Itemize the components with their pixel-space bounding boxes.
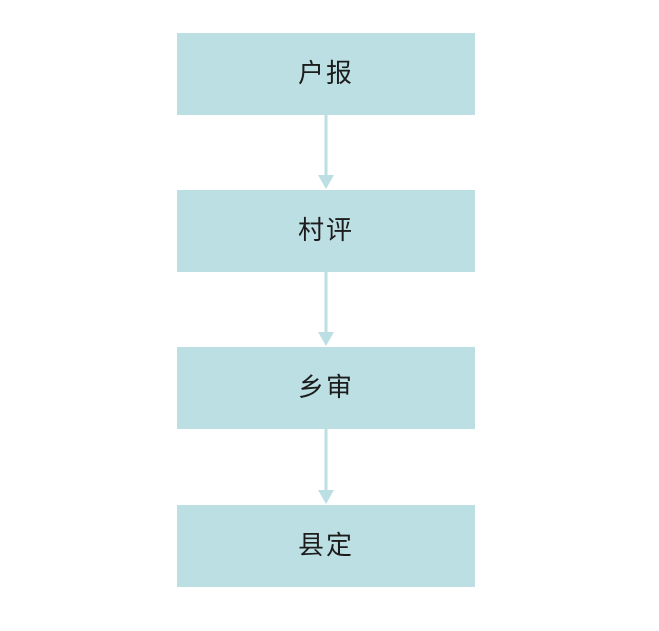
flowchart-node-4[interactable]: 县定 bbox=[177, 505, 475, 587]
flowchart-node-3[interactable]: 乡审 bbox=[177, 347, 475, 429]
arrow-down-icon bbox=[318, 115, 334, 189]
flowchart-node-3-label: 乡审 bbox=[297, 373, 354, 402]
arrow-down-icon bbox=[318, 428, 334, 504]
flowchart-node-1-label: 户报 bbox=[297, 59, 354, 88]
flowchart-connector-3 bbox=[302, 428, 350, 505]
arrow-down-icon bbox=[318, 272, 334, 346]
flowchart-connector-1 bbox=[302, 115, 350, 190]
flowchart-node-4-label: 县定 bbox=[297, 531, 354, 560]
flowchart-node-2[interactable]: 村评 bbox=[177, 190, 475, 272]
flowchart-connector-2 bbox=[302, 272, 350, 347]
flowchart-node-2-label: 村评 bbox=[297, 216, 354, 245]
flowchart-node-1[interactable]: 户报 bbox=[177, 33, 475, 115]
